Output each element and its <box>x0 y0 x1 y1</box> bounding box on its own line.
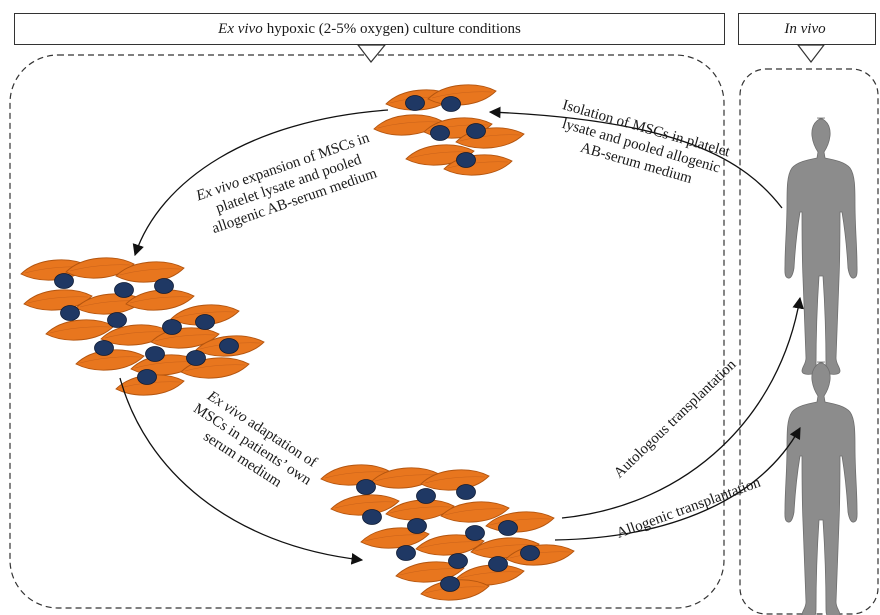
human-silhouette-icon <box>784 117 858 375</box>
allogenic-label: Allogenic transplantation <box>614 475 763 542</box>
isolation-label: Isolation of MSCs in platelet lysate and… <box>560 97 732 187</box>
expansion-label: Ex vivo expansion of MSCs in platelet ly… <box>193 130 379 237</box>
ex-vivo-banner-text: hypoxic (2-5% oxygen) culture conditions <box>266 20 521 37</box>
autologous-arrow <box>561 296 804 519</box>
autologous-label: Autologous transplantation <box>611 356 740 481</box>
cell-cluster-left <box>20 257 265 396</box>
ex-vivo-banner: Ex vivo hypoxic (2-5% oxygen) culture co… <box>14 13 725 45</box>
adaptation-label: Ex vivo adaptation of MSCs in patients’ … <box>190 388 319 491</box>
expansion-arrow <box>132 109 389 257</box>
adaptation-arrow <box>119 377 364 565</box>
cell-cluster-bottom <box>320 464 575 601</box>
ex-vivo-banner-italic: Ex vivo <box>218 20 263 37</box>
human-silhouette-icon <box>784 361 858 615</box>
allogenic-label-text: Allogenic transplantation <box>614 475 763 542</box>
in-vivo-banner-italic: In vivo <box>784 20 826 37</box>
isolation-arrow <box>488 106 783 209</box>
ex-vivo-dashed-box <box>9 54 725 609</box>
in-vivo-banner: In vivo <box>738 13 876 45</box>
in-vivo-pointer-icon <box>796 44 826 63</box>
cell-cluster-top <box>373 84 525 176</box>
autologous-label-text: Autologous transplantation <box>611 356 740 481</box>
ex-vivo-pointer-icon <box>356 44 387 63</box>
allogenic-arrow <box>554 426 801 541</box>
